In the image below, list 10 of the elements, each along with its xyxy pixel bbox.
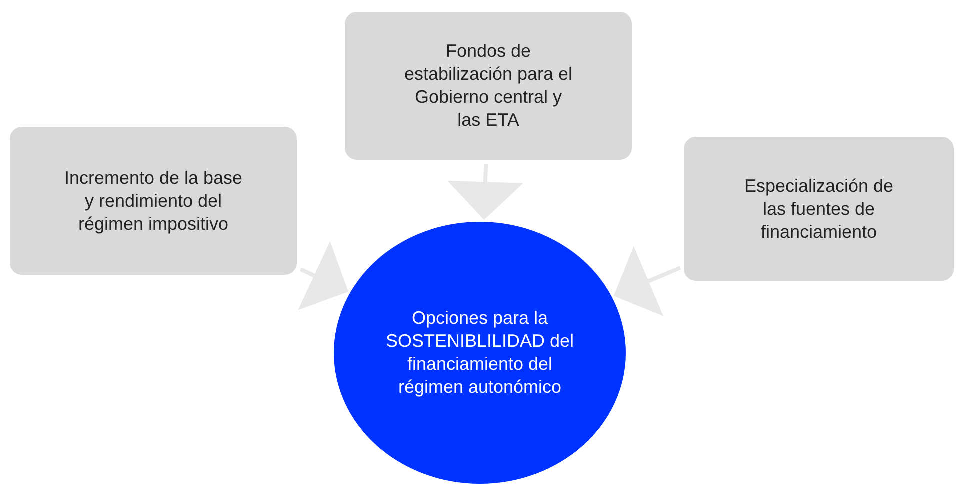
node-text: Fondos de estabilización para el Gobierno central y las ETA <box>403 40 574 132</box>
option-box <box>10 127 297 275</box>
node-text: Especialización de las fuentes de financiamiento <box>743 174 895 244</box>
arrow <box>298 241 349 310</box>
arrow <box>614 246 682 316</box>
arrow <box>447 164 524 220</box>
option-box <box>684 137 954 281</box>
node-text: Incremento de la base y rendimiento del régimen impositivo <box>63 166 244 236</box>
option-box <box>345 12 632 160</box>
node-text: Opciones para la SOSTENIBLILIDAD del financiamiento del régimen autonómico <box>384 307 576 399</box>
